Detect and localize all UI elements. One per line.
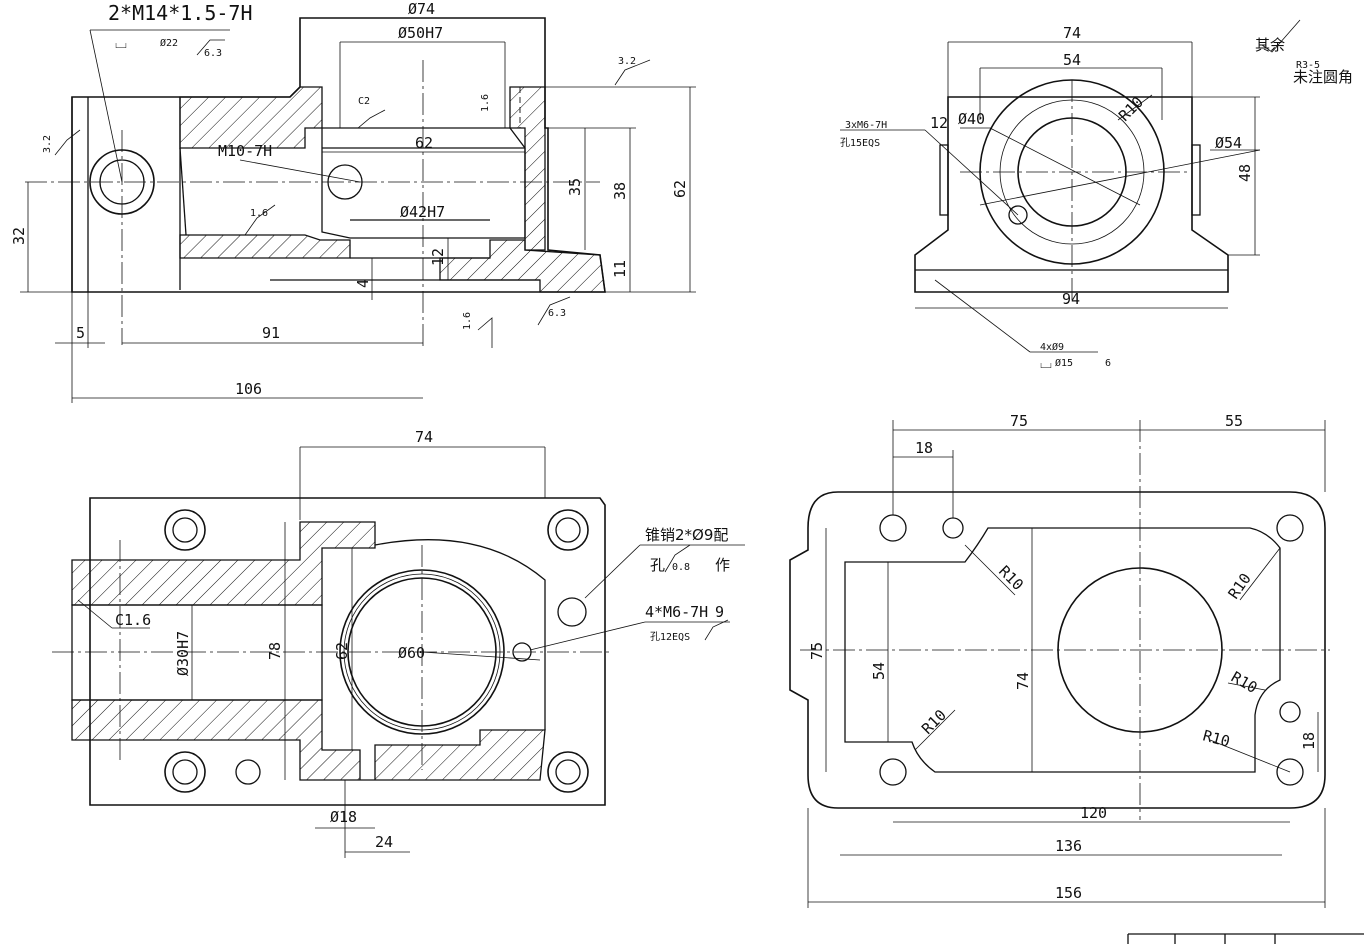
roughness-bottom: 1.6 [462, 312, 473, 330]
front-section-view: 2*M14*1.5-7H ⌴ Ø22 6.3 Ø74 Ø50H7 C2 3.2 … [10, 0, 696, 403]
pin-note-1: 锥销2*Ø9配 [645, 526, 728, 544]
top-section-view: 74 锥销2*Ø9配 孔 0.8 作 4*M6-7H 9 孔12EQS C1.6… [52, 428, 745, 858]
base-holes-1: 4xØ9 [1040, 341, 1064, 353]
roughness-base: 6.3 [548, 308, 566, 319]
dim-w74: 74 [415, 428, 433, 446]
dim-dia60: Ø60 [398, 644, 425, 662]
dim-dia54: Ø54 [1215, 134, 1242, 152]
thread-callout: 2*M14*1.5-7H [108, 1, 253, 25]
dim-chamfer: C1.6 [115, 611, 151, 629]
dim-h78: 78 [266, 642, 284, 660]
dim-h62: 62 [333, 642, 351, 660]
roughness-mid: 1.6 [250, 208, 268, 219]
roughness-top-right: 3.2 [618, 56, 636, 67]
dim-h18: 18 [1300, 732, 1318, 750]
dim-w91: 91 [262, 324, 280, 342]
dim-h4: 4 [354, 279, 372, 288]
tap-depth: 9 [715, 603, 724, 621]
holes-note-2: 孔15EQS [840, 137, 880, 149]
dim-w106: 106 [235, 380, 262, 398]
dim-r10-d: R10 [918, 706, 950, 738]
note-fillet: 未注圆角 [1293, 68, 1353, 86]
dim-width-62: 62 [415, 134, 433, 152]
dim-h38: 38 [611, 182, 629, 200]
pin-note-2: 孔 [650, 556, 665, 574]
roughness-bore: 1.6 [480, 94, 491, 112]
dim-dia30: Ø30H7 [174, 631, 192, 676]
dim-r10-c: R10 [1228, 668, 1260, 697]
dim-r10-b: R10 [1225, 570, 1255, 603]
side-view: 74 54 3xM6-7H 孔15EQS 12 Ø40 R10 Ø54 48 9… [840, 19, 1353, 372]
dim-w156: 156 [1055, 884, 1082, 902]
roughness-label: 6.3 [204, 48, 222, 59]
dim-dia18: Ø18 [330, 808, 357, 826]
bottom-view: 75 55 18 R10 R10 R10 R10 R10 75 54 74 18… [789, 412, 1330, 908]
roughness-left: 3.2 [42, 135, 53, 153]
dim-w24: 24 [375, 833, 393, 851]
pin-note-3: 作 [715, 556, 730, 574]
dim-r10-a: R10 [995, 562, 1027, 594]
dim-w55: 55 [1225, 412, 1243, 430]
tap-note-2: 孔12EQS [650, 631, 690, 643]
dim-h48: 48 [1236, 164, 1254, 182]
dim-chamfer: C2 [358, 96, 370, 107]
dim-h62: 62 [671, 180, 689, 198]
base-depth: 6 [1105, 358, 1111, 369]
dim-dia40: Ø40 [958, 110, 985, 128]
dim-h32: 32 [10, 227, 28, 245]
roughness-08: 0.8 [672, 562, 690, 573]
dim-w54: 54 [1063, 51, 1081, 69]
note-rest: 其余 [1255, 36, 1285, 54]
dim-12: 12 [930, 114, 948, 132]
dim-h11: 11 [611, 260, 629, 278]
dim-w136: 136 [1055, 837, 1082, 855]
dim-h12: 12 [429, 248, 447, 266]
holes-note-1: 3xM6-7H [845, 120, 887, 131]
dim-w74: 74 [1063, 24, 1081, 42]
dim-w18: 18 [915, 439, 933, 457]
counterbore-dia: Ø22 [160, 37, 178, 49]
dim-h54: 54 [870, 662, 888, 680]
note-fillet-r: R3-5 [1296, 60, 1320, 71]
title-block [1127, 933, 1364, 944]
dim-w94: 94 [1062, 290, 1080, 308]
tap-note-1: 4*M6-7H [645, 603, 708, 621]
dim-h75: 75 [808, 642, 826, 660]
dim-od-top: Ø74 [408, 0, 435, 18]
dim-r10-e: R10 [1201, 726, 1232, 750]
dim-w5: 5 [76, 324, 85, 342]
dim-bore-42: Ø42H7 [400, 203, 445, 221]
dim-bore-50: Ø50H7 [398, 24, 443, 42]
counterbore-symbol: ⌴ [115, 34, 127, 52]
dim-thread-m10: M10-7H [218, 142, 272, 160]
dim-w75: 75 [1010, 412, 1028, 430]
dim-w120: 120 [1080, 804, 1107, 822]
base-holes-2: Ø15 [1055, 357, 1073, 369]
counterbore-symbol-2: ⌴ [1040, 354, 1052, 372]
dim-h74: 74 [1014, 672, 1032, 690]
dim-h35: 35 [566, 178, 584, 196]
